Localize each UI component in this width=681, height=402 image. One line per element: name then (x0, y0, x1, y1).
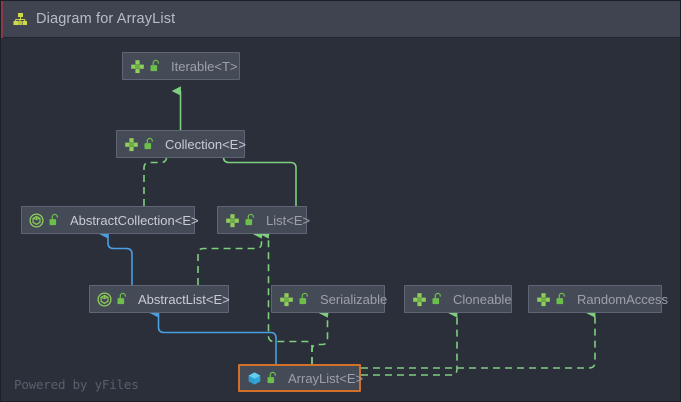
unlock-icon (298, 292, 311, 306)
edge-arraylist-serializable (311, 308, 329, 364)
yfiles-watermark: Powered by yFiles (14, 377, 139, 392)
edge-abstractlist-to-abstractcollection (99, 229, 133, 285)
class-node-label: RandomAccess (577, 291, 669, 307)
class-node-randomaccess[interactable]: RandomAccess (528, 285, 668, 313)
class-node-collection[interactable]: Collection<E> (116, 130, 246, 158)
edge-arraylist-to-cloneable (361, 308, 458, 376)
unlock-icon (555, 292, 568, 306)
unlock-icon (266, 371, 279, 385)
edge-abstractcollection-collection (140, 162, 150, 206)
titlebar-accent-stripe (1, 1, 3, 38)
unlock-icon (48, 213, 61, 227)
edge-list-to-collection (214, 140, 297, 206)
interface-icon (412, 292, 427, 307)
interface-icon (536, 292, 551, 307)
edge-abstractcollection-to-collection (144, 162, 150, 206)
class-node-cloneable[interactable]: Cloneable (404, 285, 512, 313)
interface-icon (124, 137, 139, 152)
edge-abstractlist-to-list (197, 229, 263, 285)
edge-arraylist-to-abstractlist (149, 308, 277, 364)
unlock-icon (143, 137, 156, 151)
class-node-label: Serializable (320, 291, 388, 307)
class-node-label: AbstractCollection<E> (70, 212, 199, 228)
class-node-label: Iterable<T> (171, 58, 238, 74)
window-titlebar: Diagram for ArrayList (1, 1, 680, 38)
class-node-serializable[interactable]: Serializable (271, 285, 388, 313)
edge-arraylist-cloneable (361, 334, 458, 371)
edge-arraylist-to-randomaccess (361, 308, 596, 369)
class-node-iterable[interactable]: Iterable<T> (122, 52, 240, 80)
interface-icon (225, 213, 240, 228)
interface-icon (279, 292, 294, 307)
class-node-label: List<E> (266, 212, 311, 228)
page-title: Diagram for ArrayList (36, 11, 176, 27)
class-node-label: Cloneable (453, 291, 512, 307)
edge-impl-abstractcollection (143, 140, 168, 206)
abstract-class-icon (97, 291, 112, 307)
edge-layer (99, 86, 596, 376)
class-node-abstractcollection[interactable]: AbstractCollection<E> (21, 206, 199, 234)
unlock-icon (431, 292, 444, 306)
unlock-icon (149, 59, 162, 73)
edge-arraylist-list (259, 229, 313, 364)
hierarchy-diagram-icon (12, 11, 28, 27)
unlock-icon (116, 292, 129, 306)
edge-abstractcollection-to-collection-path (140, 162, 150, 206)
class-icon (247, 371, 262, 386)
interface-icon (130, 59, 145, 74)
class-node-list[interactable]: List<E> (217, 206, 311, 234)
class-node-label: ArrayList<E> (288, 370, 364, 386)
class-node-abstractlist[interactable]: AbstractList<E> (89, 285, 230, 313)
class-node-label: AbstractList<E> (138, 291, 230, 307)
abstract-class-icon (29, 212, 44, 228)
diagram-canvas[interactable]: Iterable<T> Collection<E> AbstractCollecti… (1, 38, 680, 401)
class-node-arraylist[interactable]: ArrayList<E> (238, 364, 364, 392)
class-node-label: Collection<E> (165, 136, 246, 152)
unlock-icon (244, 213, 257, 227)
